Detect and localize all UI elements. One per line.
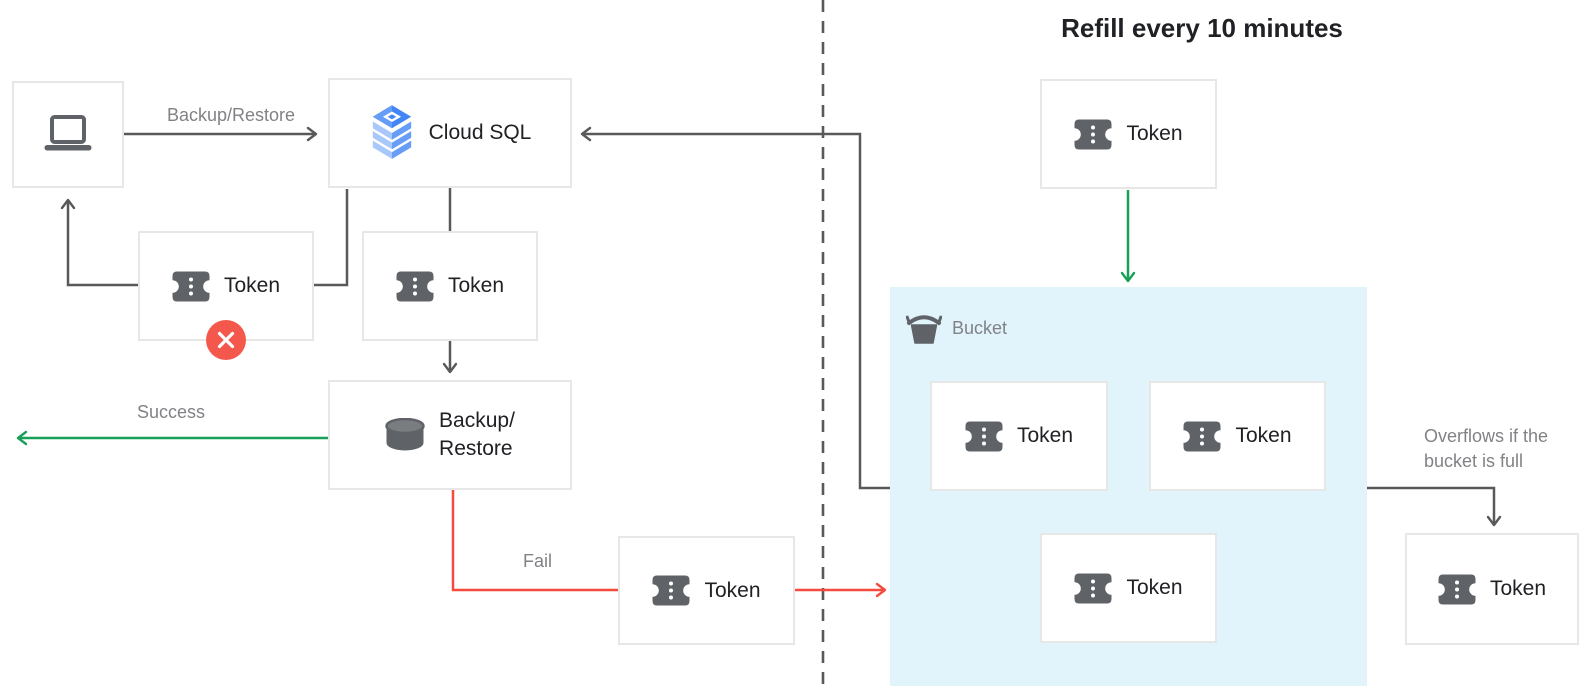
node-label-token: Token <box>1016 424 1074 447</box>
edge-label-success: Success <box>136 402 206 422</box>
arrow-bucket-to-cloudsql <box>580 126 890 490</box>
node-label-token: Token <box>1235 424 1292 447</box>
token-ticket-icon <box>1074 119 1112 149</box>
node-token-in-bucket: Token <box>1040 533 1217 643</box>
backup-restore-line2: Restore <box>439 437 513 460</box>
node-cloud-sql: Cloud SQL <box>328 78 572 188</box>
line-fail-to-token <box>451 490 618 592</box>
node-token-overflow: Token <box>1405 533 1579 645</box>
bucket-icon <box>905 315 943 344</box>
arrow-token1-to-laptop <box>60 198 138 287</box>
diagram-title: Refill every 10 minutes <box>1061 13 1343 43</box>
node-token-in-bucket: Token <box>1149 381 1326 491</box>
token-ticket-icon <box>1074 573 1112 603</box>
line-token1-to-cloudsql <box>314 189 349 287</box>
node-token-refill: Token <box>1040 79 1217 189</box>
node-token-in-bucket: Token <box>930 381 1108 491</box>
node-token-returned: Token <box>618 536 795 645</box>
token-ticket-icon <box>1438 574 1476 604</box>
node-label-token: Token <box>1489 577 1547 600</box>
arrow-bucket-overflow-to-token <box>1367 486 1502 527</box>
edge-label-overflow: Overflows if the bucket is full <box>1424 424 1582 474</box>
node-token-request: Token <box>362 231 538 341</box>
token-ticket-icon <box>965 421 1003 451</box>
edge-label-overflow-line2: bucket is full <box>1424 451 1524 471</box>
laptop-icon <box>44 114 92 150</box>
node-backup-restore: Backup/ Restore <box>328 380 572 490</box>
token-ticket-icon <box>1183 421 1221 451</box>
node-label-token: Token <box>1126 576 1183 599</box>
bucket-header <box>905 310 943 349</box>
error-x-icon <box>206 320 246 360</box>
node-label-token: Token <box>447 274 505 297</box>
node-label-token: Token <box>704 578 761 602</box>
edge-label-overflow-line1: Overflows if the <box>1424 426 1549 446</box>
database-cylinder-icon <box>385 418 425 451</box>
node-label-backup-restore: Backup/ Restore <box>439 407 515 463</box>
node-label-token: Token <box>223 274 281 297</box>
node-label-cloud-sql: Cloud SQL <box>428 121 532 144</box>
backup-restore-line1: Backup/ <box>439 409 515 432</box>
bucket-label: Bucket <box>952 318 1008 338</box>
token-ticket-icon <box>652 575 690 606</box>
edge-label-fail: Fail <box>522 551 552 571</box>
node-client-laptop <box>12 81 124 188</box>
node-label-token: Token <box>1126 122 1183 145</box>
token-ticket-icon <box>396 271 434 301</box>
cloud-sql-stack-icon <box>372 105 411 159</box>
token-ticket-icon <box>172 271 210 301</box>
edge-label-backup-restore: Backup/Restore <box>166 105 296 125</box>
